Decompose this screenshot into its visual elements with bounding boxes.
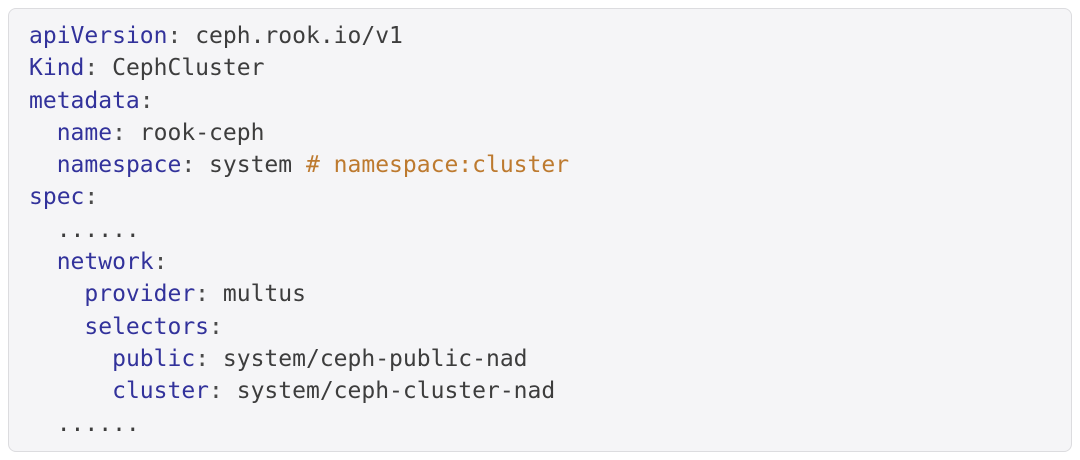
code-line: selectors:: [29, 311, 1051, 343]
code-token-plain: [29, 152, 57, 178]
code-token-punct: :: [139, 87, 154, 114]
code-token-plain: system: [195, 152, 306, 179]
code-token-punct: :: [209, 313, 223, 340]
code-token-key: namespace: [56, 152, 182, 179]
code-token-comment: # namespace:cluster: [305, 152, 570, 179]
code-line: Kind: CephCluster: [29, 52, 1051, 84]
code-token-punct: :: [195, 281, 210, 308]
code-token-plain: system/ceph-public-nad: [209, 345, 528, 372]
code-token-punct: :: [195, 345, 210, 372]
code-token-key: network: [56, 249, 154, 276]
code-line: namespace: system # namespace:cluster: [29, 149, 1051, 181]
code-token-key: selectors: [84, 313, 210, 340]
code-token-plain: [29, 281, 84, 307]
code-line: cluster: system/ceph-cluster-nad: [29, 375, 1051, 407]
code-token-key: name: [56, 119, 113, 146]
code-line: spec:: [29, 181, 1051, 213]
code-line: apiVersion: ceph.rook.io/v1: [29, 20, 1051, 52]
code-token-plain: ceph.rook.io/v1: [181, 23, 403, 49]
code-token-punct: :: [167, 23, 182, 49]
code-token-plain: rook-ceph: [125, 119, 265, 146]
code-token-key: provider: [84, 281, 196, 308]
code-token-key: spec: [29, 184, 85, 211]
code-token-key: metadata: [29, 87, 140, 114]
code-token-plain: [29, 249, 57, 275]
code-token-key: cluster: [112, 378, 210, 405]
code-line: name: rook-ceph: [29, 117, 1051, 149]
code-token-plain: [29, 346, 112, 372]
code-token-plain: [29, 314, 84, 340]
code-token-plain: system/ceph-cluster-nad: [222, 378, 556, 405]
code-token-plain: ......: [29, 410, 140, 437]
code-token-key: public: [112, 345, 196, 372]
code-line: metadata:: [29, 85, 1051, 117]
code-line: ......: [29, 408, 1051, 440]
code-token-punct: :: [153, 249, 168, 276]
code-token-key: apiVersion: [29, 23, 168, 49]
code-token-punct: :: [112, 119, 126, 146]
code-token-plain: [29, 120, 57, 146]
code-token-punct: :: [181, 152, 196, 179]
code-token-punct: :: [84, 55, 99, 82]
code-token-plain: ......: [29, 216, 140, 243]
code-token-plain: multus: [209, 281, 306, 308]
code-line: ......: [29, 214, 1051, 246]
code-token-punct: :: [209, 378, 223, 405]
code-line: network:: [29, 246, 1051, 278]
code-line: public: system/ceph-public-nad: [29, 343, 1051, 375]
code-token-plain: [29, 378, 112, 404]
code-line: provider: multus: [29, 278, 1051, 310]
code-token-key: Kind: [29, 55, 85, 82]
code-token-plain: CephCluster: [98, 55, 265, 82]
code-token-punct: :: [84, 184, 99, 211]
